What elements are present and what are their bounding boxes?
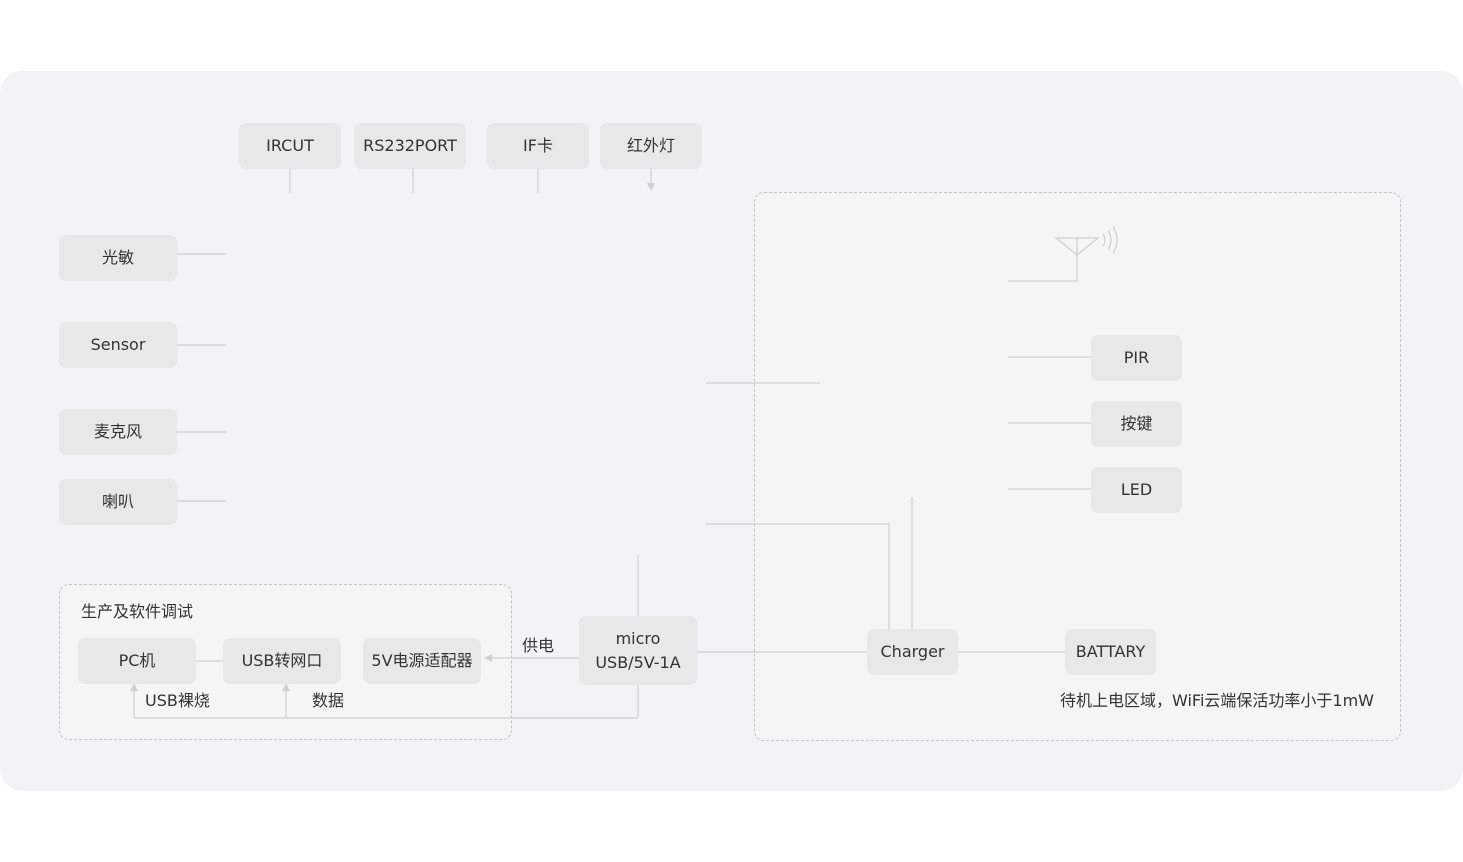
standby-region-note: 待机上电区域，WiFi云端保活功率小于1mW (1060, 691, 1374, 710)
power-ctrl-line (706, 523, 890, 629)
usb-burn-line (130, 683, 639, 719)
usb-burn-label: USB裸烧 (145, 691, 210, 710)
pir-block: PIR (1091, 335, 1182, 381)
tf-card-block: IF卡 (487, 123, 589, 169)
image-sensor-block: Sensor (59, 322, 177, 368)
power-adapter-block: 5V电源适配器 (363, 638, 481, 684)
micro-usb-line2: USB/5V-1A (595, 652, 681, 672)
battery-block: BATTARY (1065, 629, 1156, 675)
charger-block: Charger (867, 629, 958, 675)
led-block: LED (1091, 467, 1182, 513)
key-block: 按键 (1091, 401, 1182, 447)
power-supply-label: 供电 (522, 636, 555, 655)
pc-block: PC机 (78, 638, 196, 684)
speaker-block: 喇叭 (59, 479, 177, 525)
light-sensor-block: 光敏 (59, 235, 177, 281)
ir-light-block: 红外灯 (600, 123, 702, 169)
microphone-block: 麦克风 (59, 409, 177, 455)
production-region-title: 生产及软件调试 (81, 602, 194, 621)
rs232-port-block: RS232PORT (354, 123, 466, 169)
antenna-feed-line (1008, 255, 1078, 282)
micro-usb-line1: micro (615, 628, 661, 648)
usb-serial-block: USB转网口 (223, 638, 341, 684)
data-label: 数据 (312, 691, 345, 710)
micro-usb-block: micro USB/5V-1A (579, 616, 697, 685)
ircut-block: IRCUT (239, 123, 341, 169)
antenna-icon (1054, 225, 1118, 256)
